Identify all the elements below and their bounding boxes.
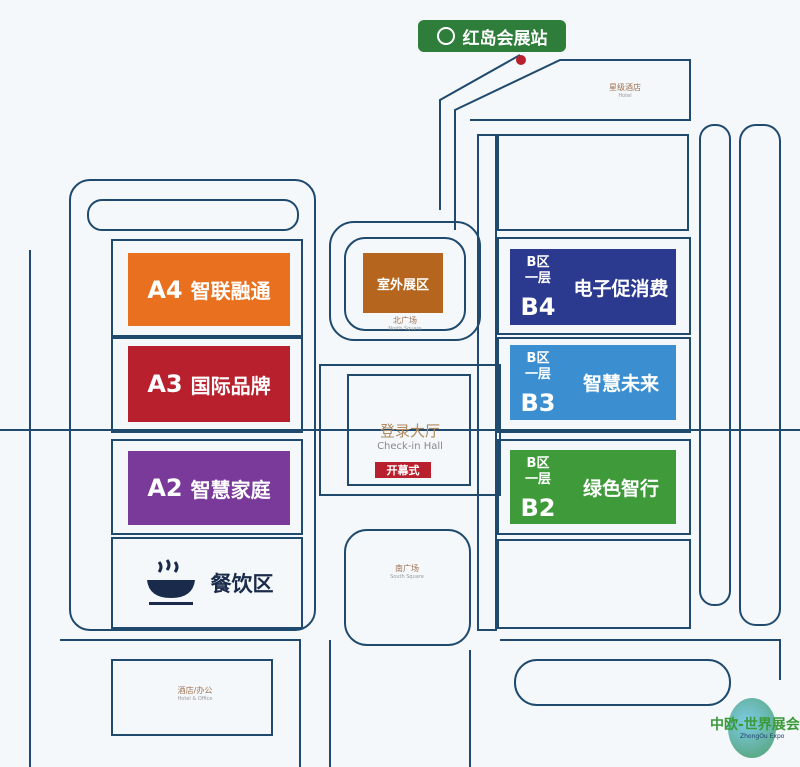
food-zone[interactable]: 餐饮区	[128, 545, 290, 620]
bowl-icon	[146, 558, 195, 605]
globe-icon	[728, 698, 776, 758]
station-marker	[516, 55, 526, 65]
outdoor-exhibition[interactable]: 室外展区	[363, 253, 443, 313]
expo-logo: 中欧-世界展会 ZhongOu Expo	[710, 698, 800, 764]
metro-station-badge[interactable]: 红岛会展站	[418, 20, 566, 52]
opening-ceremony[interactable]: 开幕式	[375, 462, 431, 478]
metro-icon	[436, 27, 455, 45]
checkin-hall[interactable]: 登录大厅 Check-in Hall	[377, 422, 443, 452]
